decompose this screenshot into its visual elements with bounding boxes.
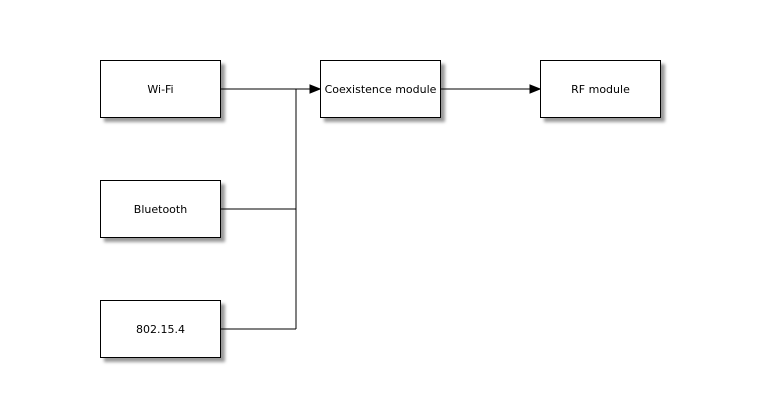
node-bluetooth: Bluetooth xyxy=(100,180,221,238)
node-rf-module-label: RF module xyxy=(571,82,630,96)
node-coexistence-module: Coexistence module xyxy=(320,60,441,118)
node-802154-label: 802.15.4 xyxy=(136,322,185,336)
node-wifi-label: Wi-Fi xyxy=(147,82,174,96)
arrowhead-into-rf-icon xyxy=(529,84,542,94)
node-bluetooth-label: Bluetooth xyxy=(133,202,188,216)
node-rf-module: RF module xyxy=(540,60,661,118)
arrowhead-into-coexistence-icon xyxy=(309,84,322,94)
node-coexistence-module-label: Coexistence module xyxy=(324,82,437,96)
node-wifi: Wi-Fi xyxy=(100,60,221,118)
node-802154: 802.15.4 xyxy=(100,300,221,358)
